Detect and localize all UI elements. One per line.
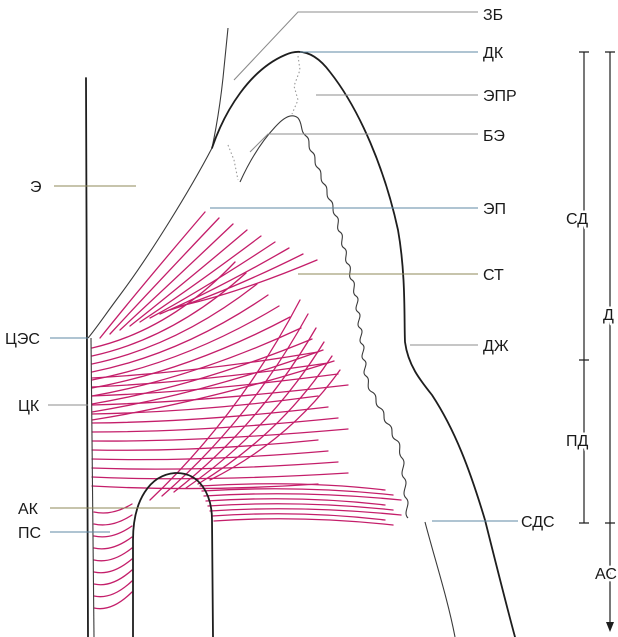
label-ak: АК: [18, 501, 39, 518]
label-zb: ЗБ: [483, 7, 503, 24]
collagen-fiber: [120, 224, 233, 330]
scale-arrow-icon: [606, 622, 614, 632]
label-dzh: ДЖ: [483, 338, 509, 355]
collagen-fiber: [94, 515, 132, 525]
collagen-fiber: [150, 300, 300, 500]
collagen-fiber: [110, 218, 219, 334]
collagen-fiber: [100, 212, 205, 338]
collagen-fiber: [92, 306, 279, 380]
collagen-fiber: [130, 230, 247, 326]
label-be: БЭ: [483, 128, 505, 145]
collagen-fiber: [92, 451, 328, 460]
label-ep: ЭП: [483, 201, 506, 218]
collagen-fiber: [94, 548, 132, 561]
label-tsk: ЦК: [18, 398, 40, 415]
label-st: СТ: [483, 267, 504, 284]
leader-line-be: [250, 134, 478, 152]
scale-outer: [605, 52, 615, 632]
cementum-line: [91, 338, 94, 637]
collagen-fiber: [214, 519, 393, 525]
label-d: Д: [603, 307, 614, 324]
tooth-surface-line: [86, 78, 88, 637]
label-sd: СД: [566, 211, 588, 228]
junctional-boundary-dotted: [228, 145, 238, 180]
epithelium-boundary-dotted: [292, 56, 300, 114]
label-epr: ЭПР: [483, 88, 517, 105]
collagen-fiber-group: [92, 212, 401, 609]
leader-line-zb: [234, 12, 478, 80]
scale-inner: [579, 52, 589, 523]
collagen-fiber: [92, 407, 328, 423]
lower-surface-line: [425, 522, 455, 637]
collagen-fiber: [94, 526, 132, 537]
collagen-fiber: [94, 581, 132, 597]
label-sds: СДС: [521, 514, 555, 531]
collagen-fiber: [150, 242, 275, 318]
collagen-fiber: [92, 262, 235, 348]
collagen-fiber: [92, 363, 328, 387]
collagen-fiber: [94, 537, 132, 549]
label-dk: ДК: [483, 45, 504, 62]
collagen-fiber: [160, 248, 289, 314]
collagen-fiber: [92, 273, 246, 356]
label-ps: ПС: [18, 525, 41, 542]
collagen-fiber: [92, 473, 348, 479]
label-tses: ЦЭС: [5, 331, 40, 348]
label-e: Э: [30, 179, 42, 196]
label-as: АС: [595, 566, 617, 583]
alveolar-bone-outline: [133, 473, 213, 637]
gingiva-outer-surface: [212, 52, 515, 637]
label-pd: ПД: [566, 433, 589, 450]
enamel-edge-line: [212, 28, 228, 148]
